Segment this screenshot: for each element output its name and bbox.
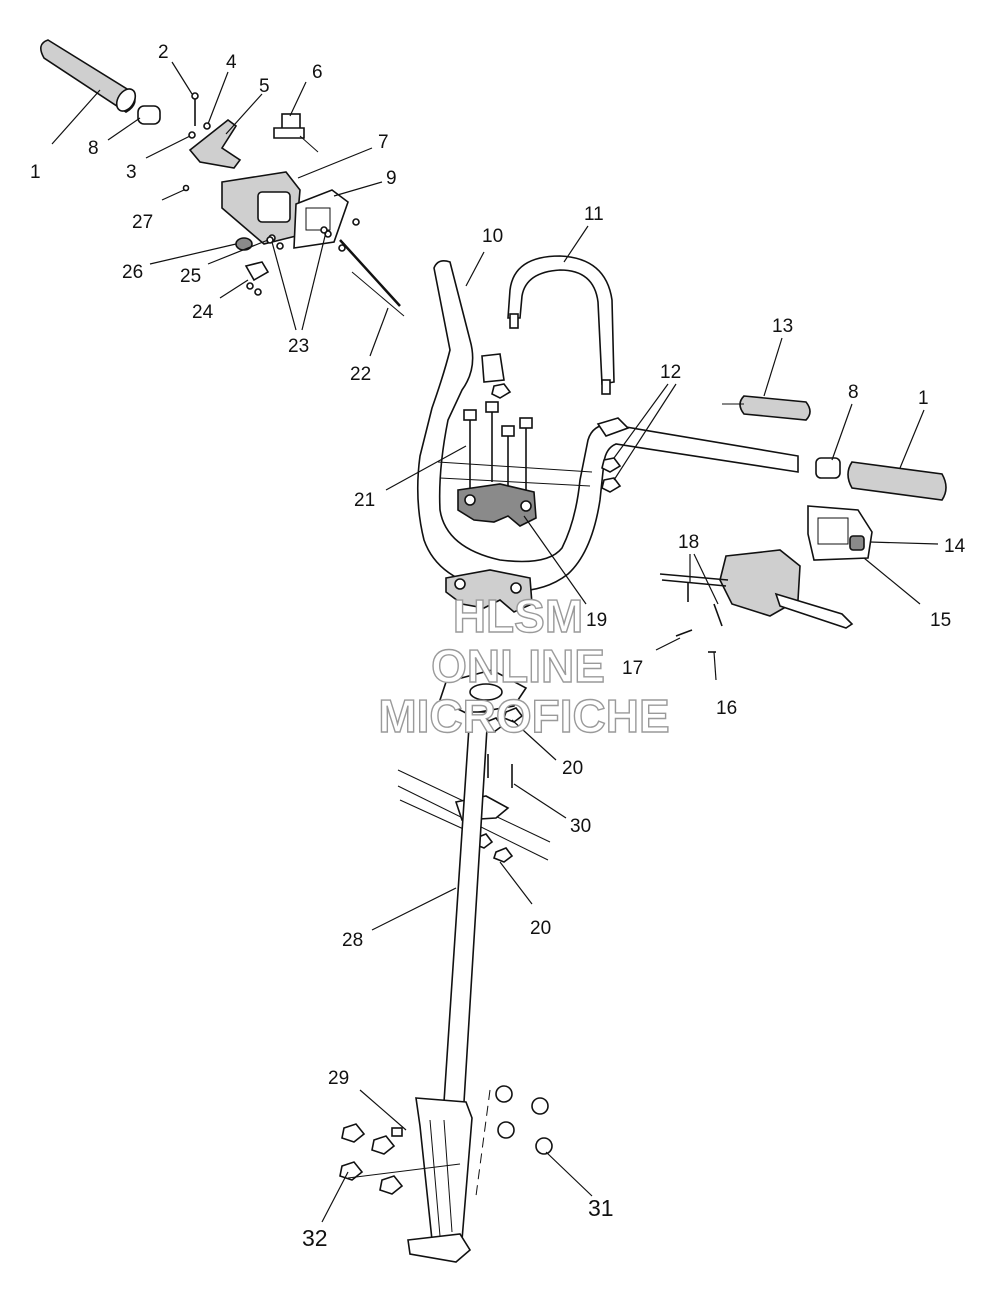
bar-end-plug-right	[815, 457, 841, 479]
handlebar	[416, 260, 799, 593]
handlebar-clamp-bolts	[463, 401, 533, 500]
callout-6: 6	[312, 62, 323, 83]
watermark: HLSM ONLINE MICROFICHE	[378, 589, 671, 742]
leader-lines	[51, 61, 939, 1223]
nuts-part-20	[473, 707, 524, 863]
throttle-cable	[339, 239, 405, 317]
callout-23: 23	[288, 336, 309, 357]
watermark-line-3: MICROFICHE	[378, 690, 669, 742]
watermark-line-2: ONLINE	[431, 640, 605, 692]
callout-28: 28	[342, 930, 363, 951]
callout-32: 32	[302, 1225, 328, 1251]
grip-heater-element	[722, 395, 811, 421]
callout-22: 22	[350, 364, 371, 385]
callout-25: 25	[180, 266, 201, 287]
callout-5: 5	[259, 76, 270, 97]
through-bolt	[347, 1163, 461, 1179]
crossbar-pad	[507, 255, 615, 395]
callout-24: 24	[192, 302, 214, 323]
watermark-line-1: HLSM	[453, 590, 583, 642]
callout-labels: 1 2 3 4 5 6 7 8 9 10 11 12 13 8 1 14 15 …	[30, 42, 966, 1251]
flange-bolts-part-31	[495, 1085, 553, 1155]
plate-part-24	[244, 261, 270, 296]
brake-lever-assembly	[659, 549, 854, 629]
screws-part-18	[687, 582, 723, 627]
callout-7: 7	[378, 132, 389, 153]
callout-1-left: 1	[30, 162, 41, 183]
callout-27: 27	[132, 212, 153, 233]
housing-cover	[293, 189, 349, 249]
callout-11: 11	[584, 204, 604, 225]
callout-15: 15	[930, 610, 951, 631]
callout-3: 3	[126, 162, 137, 183]
nuts-part-12	[491, 383, 622, 493]
bolts-part-30	[487, 754, 513, 788]
callout-8-right: 8	[848, 382, 859, 403]
alignment-dash-line	[475, 1089, 491, 1197]
throttle-housing	[221, 171, 301, 245]
steering-post-upper-plate	[439, 669, 528, 715]
left-grip	[40, 39, 137, 113]
callout-8-left: 8	[88, 138, 99, 159]
nut-part-26	[235, 237, 253, 251]
nuts-part-32	[339, 1123, 404, 1195]
steering-post	[443, 711, 489, 1103]
upper-clamp	[457, 483, 537, 527]
callout-29: 29	[328, 1068, 349, 1089]
callout-4: 4	[226, 52, 237, 73]
callout-30: 30	[570, 816, 591, 837]
bar-end-plug-left	[137, 105, 161, 125]
switch-part-6	[273, 113, 319, 153]
callout-1-right: 1	[918, 388, 929, 409]
screw-part-2	[191, 92, 199, 126]
switch-housing	[807, 505, 873, 561]
steering-arm-lower	[407, 1097, 473, 1263]
callout-31: 31	[588, 1195, 614, 1221]
right-grip	[847, 461, 947, 501]
washer-part-3	[188, 131, 196, 139]
screw-part-27	[182, 184, 190, 192]
screw-part-17	[675, 629, 693, 637]
callout-20-lower: 20	[530, 918, 551, 939]
callout-10: 10	[482, 226, 503, 247]
callout-20-upper: 20	[562, 758, 583, 779]
callout-21: 21	[354, 490, 375, 511]
callout-17: 17	[622, 658, 643, 679]
callout-18: 18	[678, 532, 699, 553]
callout-13: 13	[772, 316, 793, 337]
callout-16: 16	[716, 698, 737, 719]
callout-12: 12	[660, 362, 681, 383]
lower-clamp	[445, 569, 533, 613]
callout-14: 14	[944, 536, 966, 557]
bolt-part-29	[391, 1127, 403, 1137]
callout-19: 19	[586, 610, 607, 631]
callout-26: 26	[122, 262, 143, 283]
callout-2: 2	[158, 42, 169, 63]
spring-part-4	[203, 122, 211, 130]
callout-9: 9	[386, 168, 397, 189]
